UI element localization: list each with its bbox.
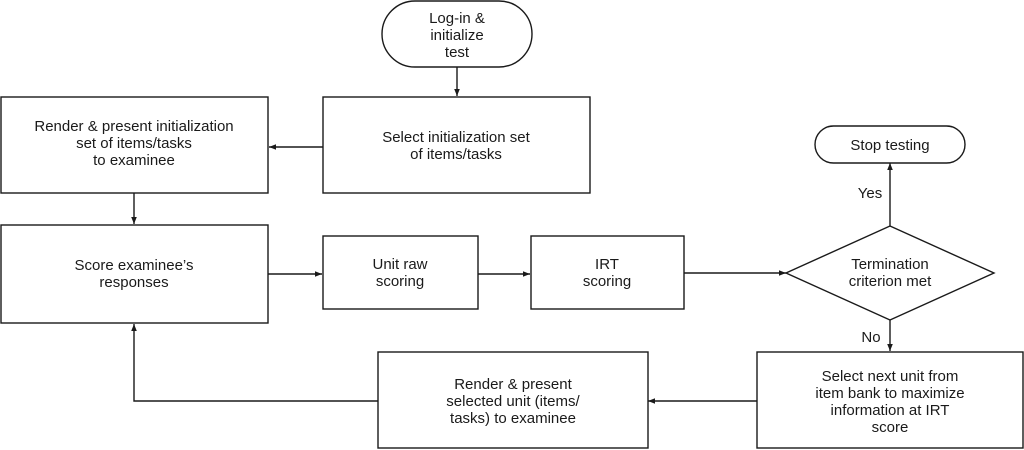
select-init-box: [322, 96, 591, 194]
render-selected-box: [377, 351, 649, 449]
decision-label-line-2: criterion met: [849, 273, 932, 290]
score-label-line-2: responses: [99, 274, 168, 291]
start-label-line-2: initialize: [430, 27, 483, 44]
score-label-line-1: Score examinee’s: [75, 257, 194, 274]
select-init-label-line-2: of items/tasks: [410, 146, 502, 163]
select-init-label-line-1: Select initialization set: [382, 129, 530, 146]
irt-label-line-2: scoring: [583, 273, 631, 290]
decision-label-line-1: Termination: [851, 256, 929, 273]
decision-diamond: [784, 225, 996, 321]
start-terminator-shape: [381, 0, 533, 68]
start-label-line-3: test: [445, 44, 470, 61]
stop-label-line-1: Stop testing: [850, 137, 929, 154]
irt-box: [530, 235, 685, 310]
render-selected-label-line-3: tasks) to examinee: [450, 410, 576, 427]
select-next-label-line-1: Select next unit from: [822, 368, 959, 385]
irt-label-line-1: IRT: [595, 256, 619, 273]
no-label: No: [861, 329, 880, 346]
select-next-label-line-4: score: [872, 419, 909, 436]
score-box: [0, 224, 269, 324]
select-next-label-line-2: item bank to maximize: [815, 385, 964, 402]
start-label-line-1: Log-in &: [429, 10, 485, 27]
render-init-label-line-1: Render & present initialization: [34, 118, 233, 135]
yes-label: Yes: [858, 185, 882, 202]
render-selected-label-line-2: selected unit (items/: [446, 393, 580, 410]
select-next-label-line-3: information at IRT: [831, 402, 950, 419]
render-init-label-line-2: set of items/tasks: [76, 135, 192, 152]
select-next-box: [756, 351, 1024, 449]
render-init-label-line-3: to examinee: [93, 152, 175, 169]
unit-raw-box: [322, 235, 479, 310]
stop-terminator-shape: [814, 125, 966, 164]
unit-raw-label-line-2: scoring: [376, 273, 424, 290]
render-init-box: [0, 96, 269, 194]
render-selected-label-line-1: Render & present: [454, 376, 572, 393]
stop-label: Stop testing: [850, 137, 929, 154]
unit-raw-label-line-1: Unit raw: [372, 256, 427, 273]
edge-render-selected-to-score: [131, 324, 378, 402]
node-stop: Stop testing: [814, 125, 966, 164]
edges: [131, 67, 893, 404]
